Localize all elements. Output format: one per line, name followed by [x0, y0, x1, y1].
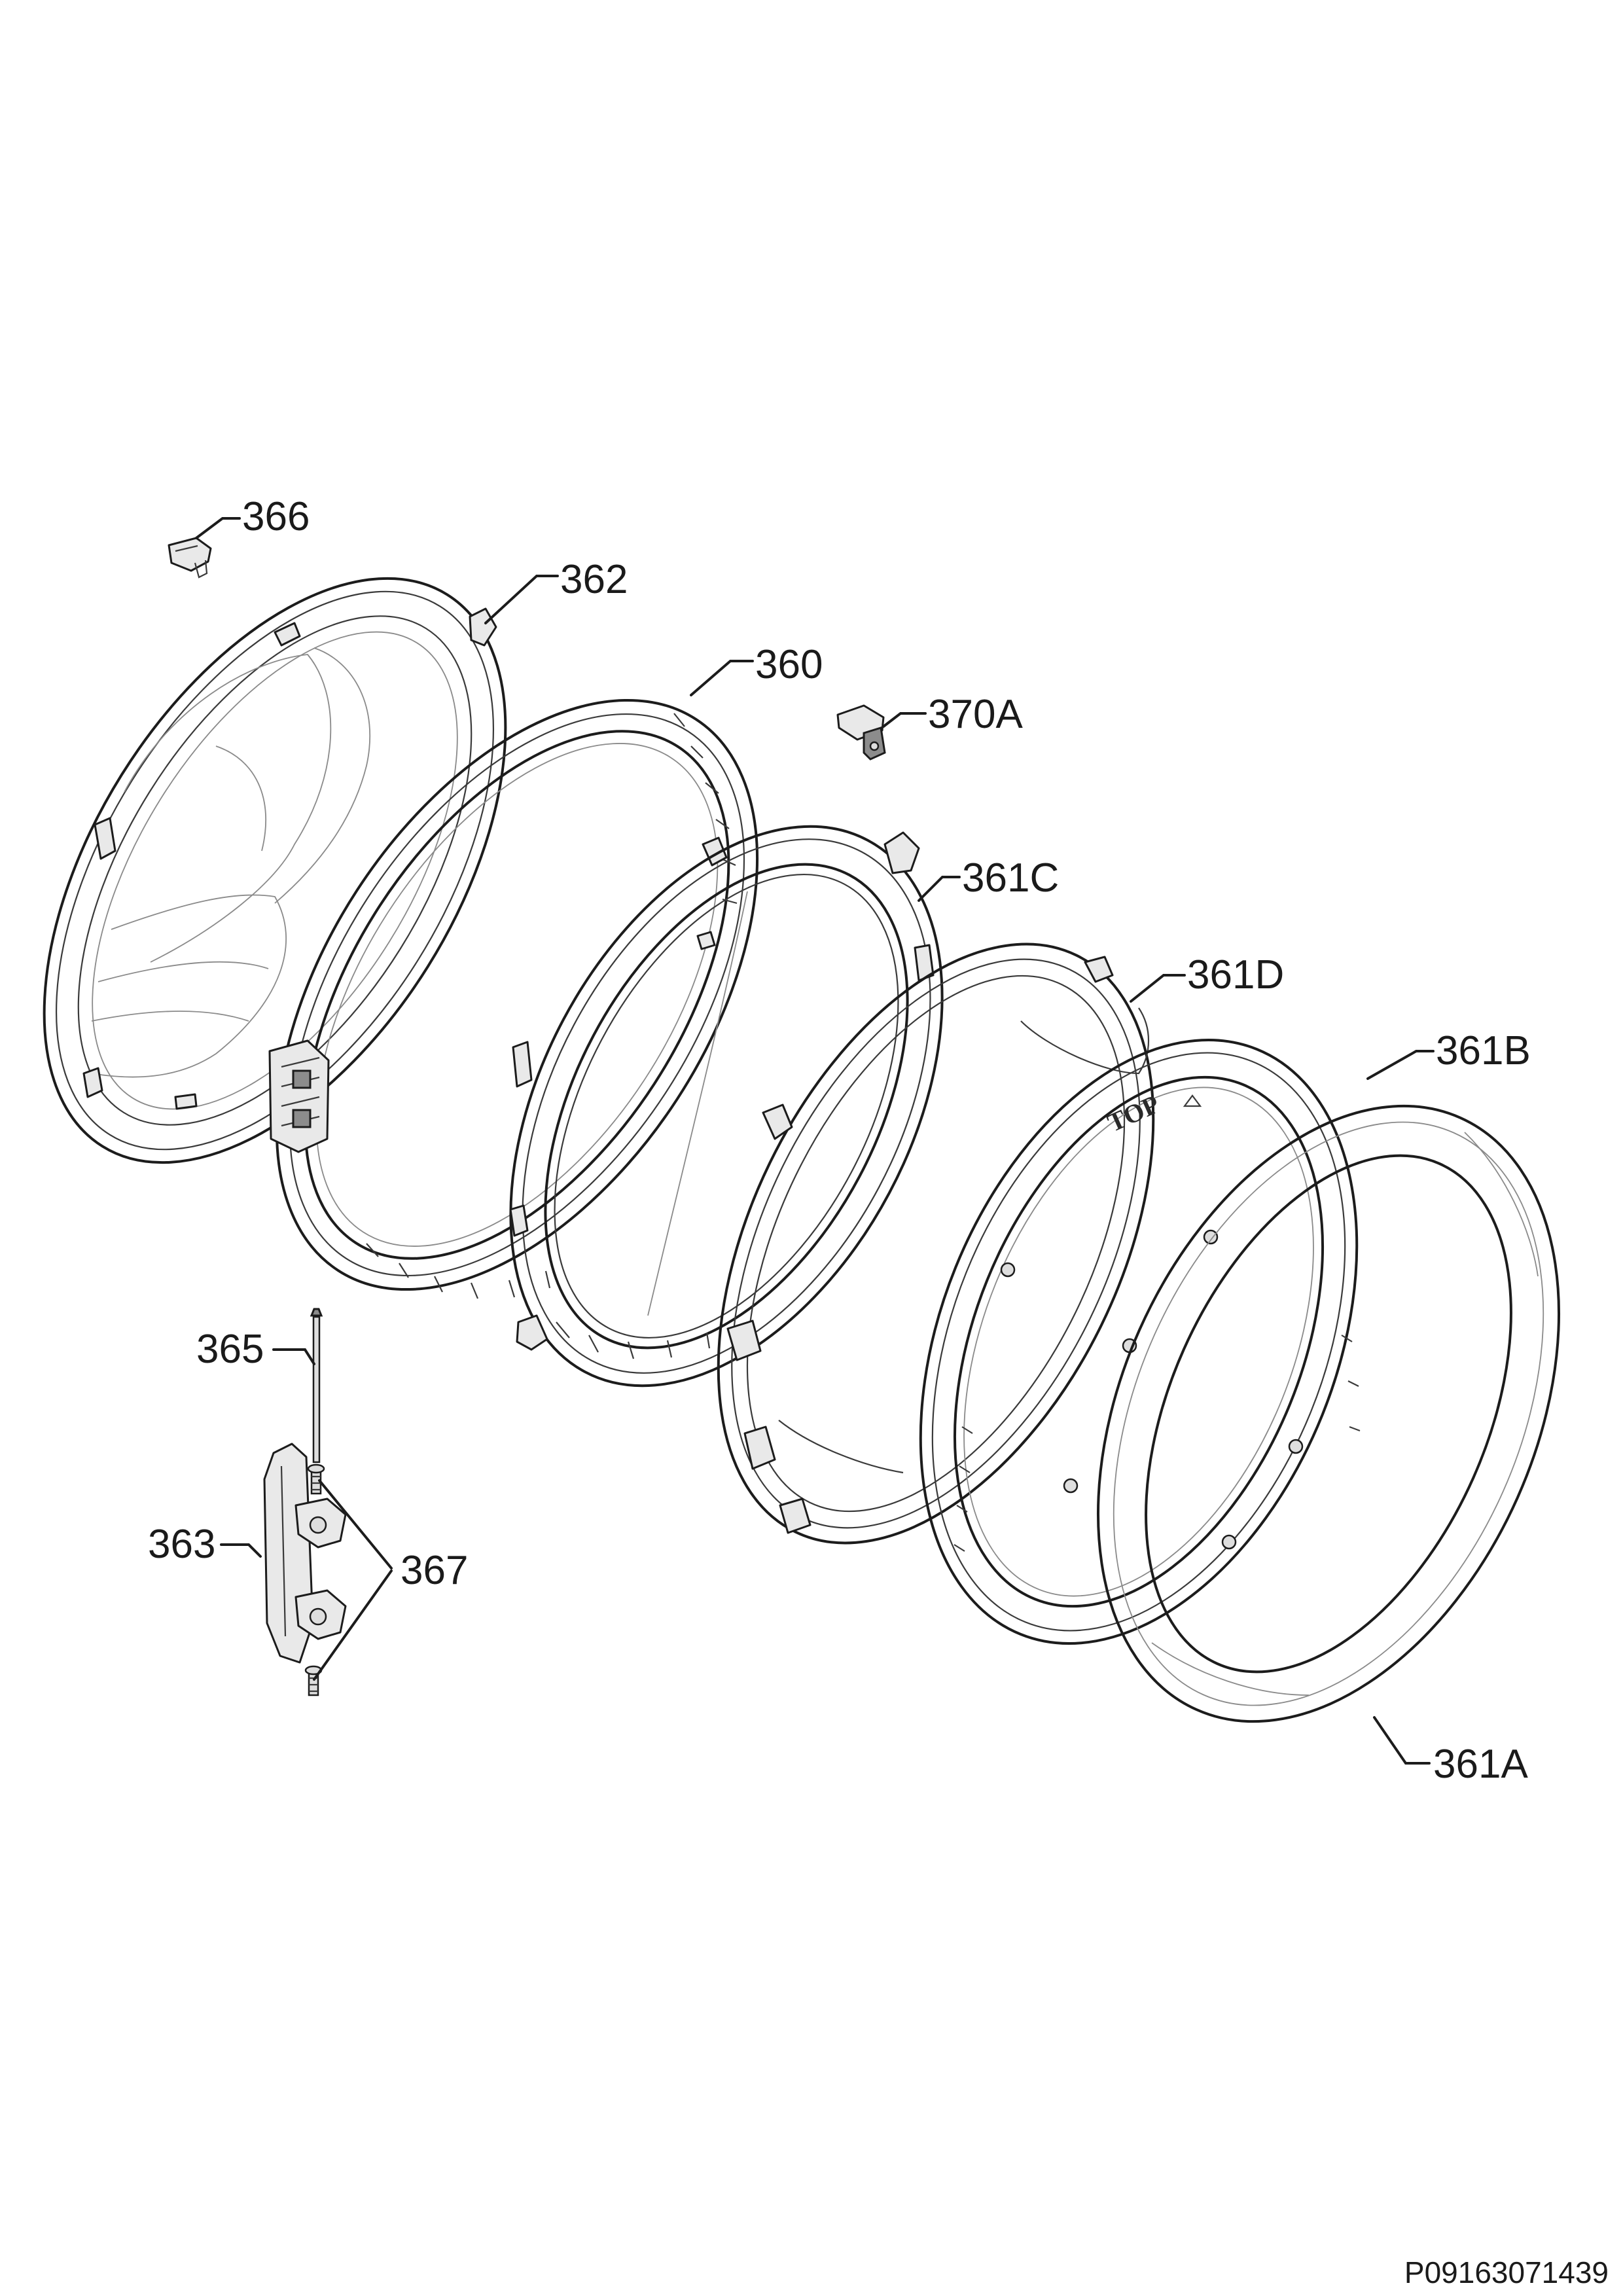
label-361b: 361B	[1436, 1028, 1531, 1073]
label-370a: 370A	[928, 692, 1023, 737]
label-367: 367	[401, 1548, 468, 1593]
part-363-hinge-bracket	[263, 1443, 347, 1664]
part-362-outer-door-shell	[43, 577, 507, 1164]
callout-labels: 366 362 360 370A 361C 361D 361B 365 363 …	[148, 494, 1531, 1787]
label-360: 360	[755, 642, 823, 687]
stud-pins	[1000, 1229, 1304, 1550]
label-361d: 361D	[1187, 952, 1284, 997]
label-362: 362	[560, 557, 628, 602]
leader-lines	[195, 517, 1435, 1765]
part-366-clip	[168, 537, 212, 579]
part-370a-latch	[836, 704, 886, 761]
document-id: P09163071439	[1404, 2255, 1609, 2289]
part-361d-gasket	[717, 942, 1155, 1545]
part-361b-trim-ring: TOP	[919, 1039, 1361, 1645]
part-361c-inner-frame	[509, 825, 944, 1388]
label-366: 366	[242, 494, 310, 539]
label-361c: 361C	[962, 855, 1059, 901]
part-361a-outer-bezel	[1097, 1104, 1560, 1723]
label-361a: 361A	[1433, 1742, 1528, 1787]
part-360-door-frame-ring	[268, 698, 759, 1299]
label-363: 363	[148, 1522, 215, 1567]
part-367-screws	[304, 1463, 325, 1696]
part-365-hinge-pin	[310, 1308, 323, 1463]
label-365: 365	[196, 1327, 264, 1372]
